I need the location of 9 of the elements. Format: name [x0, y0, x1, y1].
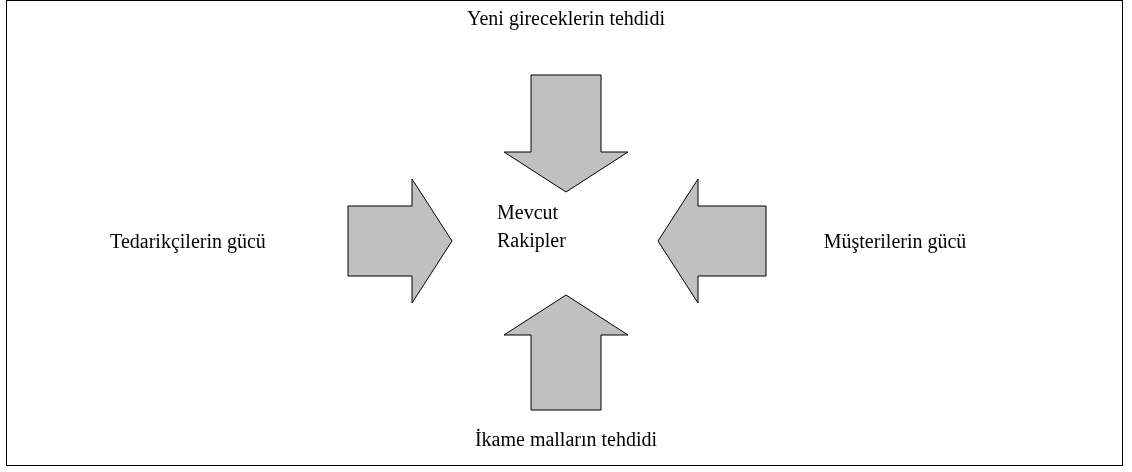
block-arrow: [503, 294, 629, 411]
force-label: Müşterilerin gücü: [780, 227, 1010, 255]
block-arrow: [347, 178, 453, 304]
force-label: Tedarikçilerin gücü: [68, 227, 308, 255]
block-arrow: [503, 74, 629, 193]
force-label: Yeni gireceklerin tehdidi: [416, 4, 716, 32]
block-arrow: [657, 178, 767, 304]
force-label: İkame malların tehdidi: [416, 425, 716, 453]
force-label: Mevcut Rakipler: [497, 198, 579, 254]
